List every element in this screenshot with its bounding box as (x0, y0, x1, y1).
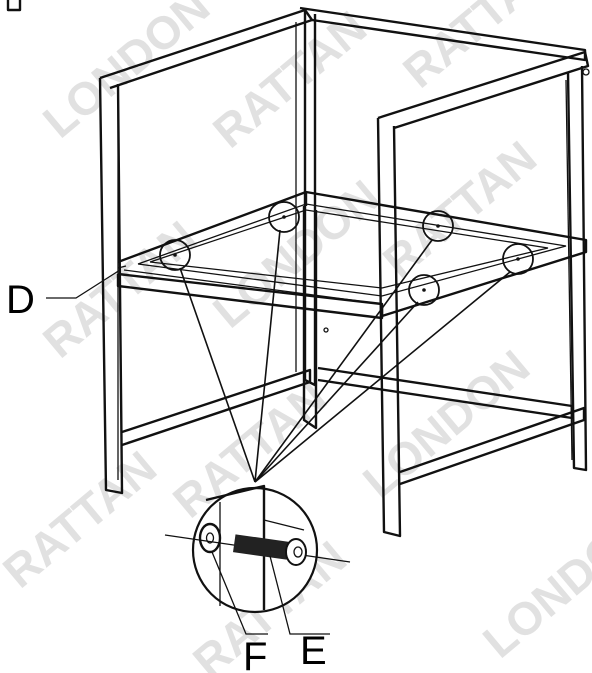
washer-icon (198, 522, 222, 554)
hole-dot (422, 288, 426, 292)
hole-dot (516, 257, 520, 261)
leader-rays (179, 229, 511, 483)
seat-frame (116, 190, 588, 430)
cropped-glyph (6, 0, 22, 12)
detail-marker (422, 210, 454, 242)
watermark-text: LONDON (473, 500, 592, 668)
leader-e (269, 555, 330, 635)
watermark-text: RATTAN (0, 441, 166, 598)
detail-marker (159, 239, 191, 271)
label-f: F (243, 635, 267, 673)
leader-f (211, 551, 268, 635)
watermark-text: RATTAN (393, 0, 566, 98)
bolt-head-icon (582, 68, 590, 76)
right-side-frame (376, 50, 590, 538)
detail-marker (268, 201, 300, 233)
lower-back-rail (317, 366, 574, 420)
hole-dot (173, 253, 177, 257)
detail-marker (408, 274, 440, 306)
watermark-text: RATTAN (373, 131, 546, 288)
detail-markers (159, 201, 534, 306)
watermark-text: RATTAN (203, 1, 376, 158)
bolt-shank (233, 534, 289, 560)
zoom-detail (164, 484, 351, 635)
label-d: D (6, 278, 35, 322)
hole-dot (436, 224, 440, 228)
watermark-text: LONDON (33, 0, 219, 148)
pin-hole-icon (323, 327, 329, 333)
label-e: E (300, 629, 327, 673)
detail-marker (502, 243, 534, 275)
hole-dot (282, 215, 286, 219)
bolt-head-icon (285, 538, 307, 566)
leader-d (46, 269, 121, 299)
